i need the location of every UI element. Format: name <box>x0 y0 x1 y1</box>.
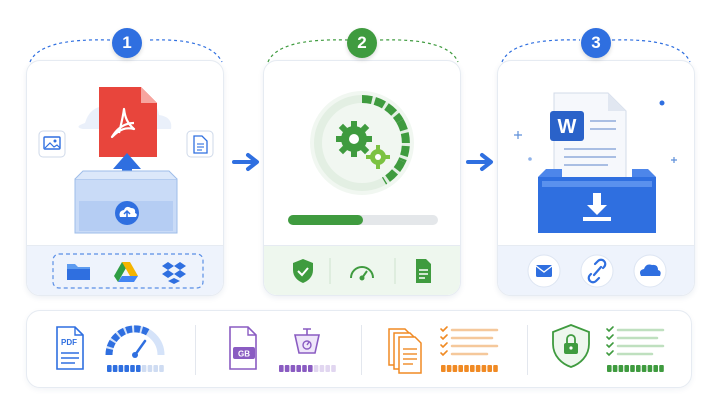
pdf-file-icon: PDF <box>56 326 84 370</box>
google-drive-icon[interactable] <box>114 262 138 282</box>
level-indicator <box>607 365 664 372</box>
level-segment <box>475 365 481 372</box>
level-segment <box>659 365 664 372</box>
svg-text:PDF: PDF <box>61 338 77 347</box>
level-indicator <box>279 365 336 372</box>
level-segment <box>331 365 336 372</box>
level-segment <box>636 365 641 372</box>
sparkle-dot <box>528 157 532 161</box>
email-icon[interactable] <box>527 254 561 288</box>
cloud-icon[interactable] <box>633 254 667 288</box>
level-segment <box>296 365 301 372</box>
level-segment <box>124 365 129 372</box>
checklist-icon <box>440 326 499 357</box>
link-icon[interactable] <box>580 254 614 288</box>
level-segment <box>290 365 296 372</box>
level-segment <box>612 365 618 372</box>
processing-footer <box>264 245 460 295</box>
progress-fill <box>288 215 363 225</box>
dropbox-icon[interactable] <box>162 262 186 284</box>
level-segment <box>159 365 164 372</box>
connector-arcs <box>29 39 691 63</box>
step-2-badge: 2 <box>347 28 377 58</box>
upload-tray-icon <box>74 170 178 234</box>
level-segment <box>630 365 635 372</box>
level-segment <box>470 365 475 372</box>
share-footer <box>498 245 694 295</box>
download-tray-icon <box>538 169 656 233</box>
word-badge: W <box>558 116 577 138</box>
level-segment <box>302 365 307 372</box>
image-file-icon <box>38 130 66 158</box>
level-segment <box>481 365 487 372</box>
shield-check-icon <box>293 259 313 283</box>
step-1-badge: 1 <box>112 28 142 58</box>
level-segment <box>493 365 498 372</box>
security-lock-icon <box>552 324 590 368</box>
checklist-icon <box>606 326 665 357</box>
level-segment <box>618 365 624 372</box>
level-segment <box>624 365 629 372</box>
level-segment <box>452 365 458 372</box>
level-segment <box>107 365 112 372</box>
level-segment <box>441 365 446 372</box>
processing-card <box>263 60 461 296</box>
level-segment <box>446 365 452 372</box>
level-segment <box>136 365 141 372</box>
level-segment <box>118 365 124 372</box>
arrow-right-icon <box>466 153 493 171</box>
document-icon <box>416 259 431 283</box>
download-card: W <box>497 60 695 296</box>
level-segment <box>308 365 313 372</box>
document-file-icon <box>186 130 214 158</box>
level-segment <box>458 365 463 372</box>
scale-icon <box>294 328 320 354</box>
level-segment <box>487 365 492 372</box>
level-segment <box>279 365 284 372</box>
step-3-badge: 3 <box>581 28 611 58</box>
level-segment <box>313 365 319 372</box>
folder-icon[interactable] <box>67 264 90 280</box>
sparkle-dot <box>659 100 665 106</box>
level-segment <box>284 365 290 372</box>
level-segment <box>319 365 325 372</box>
gears-icon <box>336 121 390 169</box>
processing-ring <box>361 95 410 185</box>
word-document-icon: W <box>550 92 627 196</box>
features-panel: PDF GB <box>26 310 692 388</box>
level-segment <box>641 365 647 372</box>
cloud-sources-footer <box>27 245 223 295</box>
multiple-files-icon <box>388 328 422 374</box>
level-indicator <box>441 365 498 372</box>
level-segment <box>153 365 158 372</box>
sparkle-icon <box>514 131 677 163</box>
upload-card <box>26 60 224 296</box>
level-segment <box>607 365 612 372</box>
level-segment <box>147 365 153 372</box>
level-segment <box>653 365 658 372</box>
pdf-icon <box>99 87 157 157</box>
level-segment <box>647 365 653 372</box>
level-segment <box>464 365 469 372</box>
arrow-right-icon <box>232 153 259 171</box>
level-segment <box>325 365 330 372</box>
file-size-icon: GB <box>229 326 257 370</box>
level-segment <box>130 365 135 372</box>
level-segment <box>112 365 118 372</box>
level-segment <box>141 365 147 372</box>
gauge-icon <box>105 325 165 358</box>
speedometer-icon <box>350 266 374 281</box>
svg-text:GB: GB <box>238 350 250 359</box>
level-indicator <box>107 365 164 372</box>
